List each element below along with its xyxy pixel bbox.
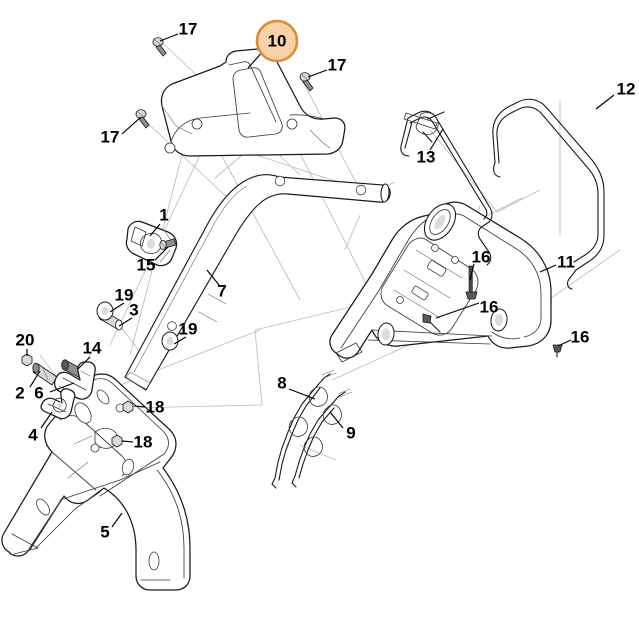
- part-12-control-bail-bar: [492, 98, 605, 290]
- part-label-5: 5: [100, 522, 109, 541]
- callout-leader-lines: [26, 33, 615, 528]
- part-label-7: 7: [217, 281, 226, 300]
- part-label-17-c: 17: [101, 127, 120, 146]
- part-label-4: 4: [28, 425, 38, 444]
- part-number-labels: 17 10 17 12 17 13 1 16 11 15 7 19 16 3 1…: [15, 19, 635, 541]
- part-17-cover-screw-c: [135, 109, 150, 129]
- part-label-10: 10: [268, 31, 287, 50]
- part-17-cover-screw-b: [299, 72, 314, 92]
- part-16-pan-head-screw-c: [552, 344, 563, 358]
- part-label-17-b: 17: [328, 55, 347, 74]
- part-label-11: 11: [557, 252, 575, 271]
- part-label-15: 15: [137, 255, 156, 274]
- part-label-12: 12: [617, 79, 636, 98]
- part-label-16-c: 16: [571, 327, 590, 346]
- part-label-3: 3: [129, 300, 138, 319]
- part-11-upper-handle-body: [329, 201, 552, 363]
- part-10-handle-cover-panel: [160, 48, 346, 157]
- part-label-16-a: 16: [472, 247, 491, 266]
- part-9-control-cable-short: [291, 388, 353, 488]
- part-19-flat-washer-b: [161, 331, 179, 351]
- part-17-cover-screw-a: [152, 37, 167, 57]
- part-label-9: 9: [346, 423, 355, 442]
- part-label-17-a: 17: [179, 19, 198, 38]
- part-18-hex-nut-a: [122, 400, 134, 414]
- part-8-control-cable-long: [271, 369, 337, 489]
- part-label-18-a: 18: [146, 397, 165, 416]
- part-1-cable-clamp: [125, 220, 178, 267]
- part-label-16-b: 16: [480, 297, 499, 316]
- part-4-lever-catch: [40, 388, 76, 420]
- part-label-18-b: 18: [134, 432, 153, 451]
- part-label-14: 14: [83, 338, 102, 357]
- part-label-2: 2: [15, 383, 24, 402]
- part-18-hex-nut-b: [111, 434, 123, 448]
- part-5-lower-handle-bracket: [1, 373, 191, 591]
- part-label-1: 1: [159, 205, 168, 224]
- part-label-13: 13: [417, 147, 436, 166]
- part-label-6: 6: [34, 383, 43, 402]
- part-16-pan-head-screw-b: [422, 313, 441, 333]
- part-19-flat-washer-a: [96, 301, 114, 321]
- part-2-spring-pin: [32, 362, 58, 386]
- part-13-drive-bail-rod: [400, 110, 493, 266]
- part-label-20: 20: [16, 330, 35, 349]
- highlight-circle-part-10[interactable]: [255, 19, 299, 63]
- part-label-8: 8: [277, 373, 286, 392]
- part-7-handle-tube-lower: [124, 174, 391, 391]
- part-label-19-b: 19: [179, 319, 198, 338]
- part-label-19-a: 19: [115, 285, 134, 304]
- part-15-clamp-screw: [159, 238, 177, 250]
